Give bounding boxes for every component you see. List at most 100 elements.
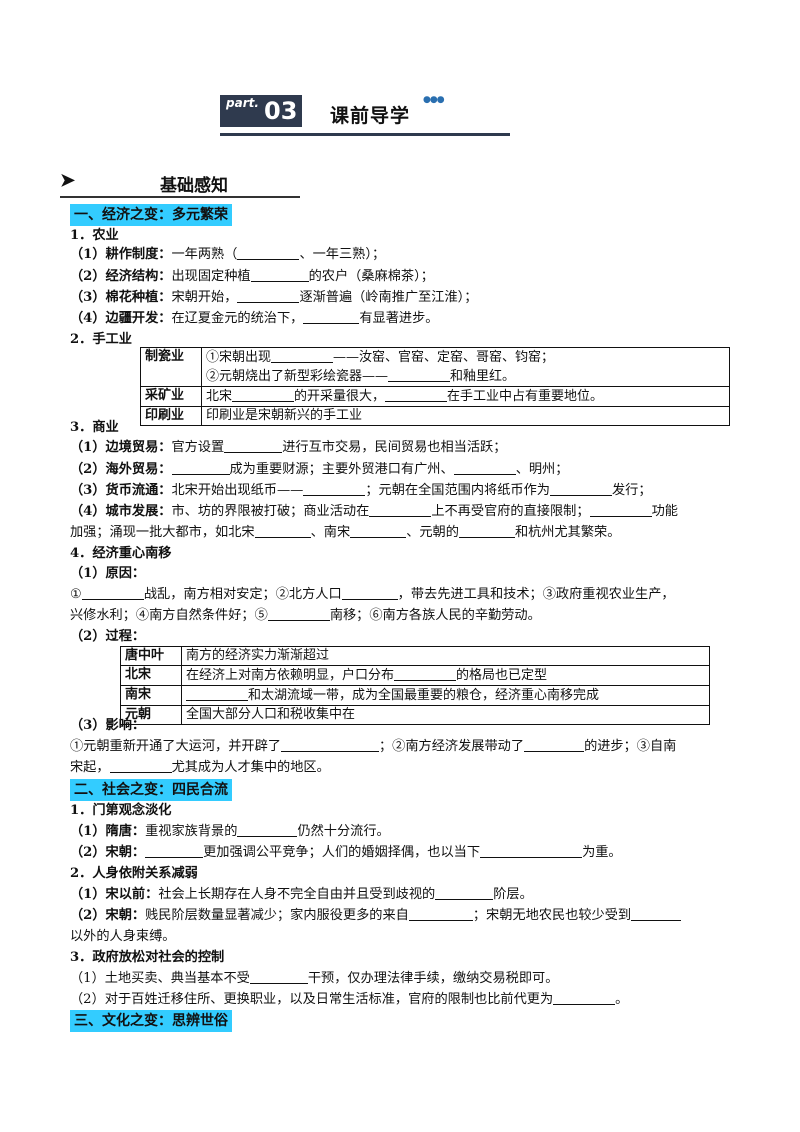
text: ——汝窑、官窑、定窑、哥窑、钧窑； <box>333 350 555 365</box>
blank[interactable] <box>303 481 366 496</box>
part-header: part. 03 课前导学 ●●● <box>220 95 510 137</box>
society-title-3: 3．政府放松对社会的控制 <box>70 950 225 965</box>
blank[interactable] <box>631 906 682 921</box>
blank[interactable] <box>408 906 473 921</box>
society-row-6: （2）对于百姓迁移住所、更换职业，以及日常生活标准，官府的限制也比前代更为。 <box>70 990 730 1010</box>
society-title-2: 2．人身依附关系减弱 <box>70 866 198 881</box>
blank[interactable] <box>341 585 398 600</box>
blank[interactable] <box>254 523 311 538</box>
label: （1）耕作制度： <box>70 247 172 262</box>
text: 逐渐普遍（岭南推广至江淮）； <box>299 290 478 305</box>
trade-row-3: （3）货币流通：北宋开始出现纸币——；元朝在全国范围内将纸币作为发行； <box>70 481 730 501</box>
row-head-porcelain: 制瓷业 <box>140 347 202 387</box>
blank[interactable] <box>385 387 448 402</box>
text: ① <box>70 587 82 602</box>
trade-title: 3．商业 <box>70 420 119 435</box>
blank[interactable] <box>171 460 230 475</box>
blank[interactable] <box>250 267 309 282</box>
part-word: part. <box>226 96 259 110</box>
blank[interactable] <box>458 523 515 538</box>
table-row: 唐中叶 南方的经济实力渐渐超过 <box>120 646 710 666</box>
trade-row-4: （4）城市发展：市、坊的界限被打破；商业活动在 上不再受官府的直接限制； 功能 <box>70 502 730 522</box>
row-head-mining: 采矿业 <box>140 386 202 407</box>
society-row-5: （1）土地买卖、典当基本不受干预，仅办理法律手续，缴纳交易税即可。 <box>70 969 730 989</box>
basic-underline <box>60 196 300 198</box>
text: 更加强调公平竞争；人们的婚姻择偶，也以当下 <box>203 845 481 860</box>
arrow-icon: ➤ <box>60 170 76 191</box>
label: （2）经济结构： <box>70 269 172 284</box>
blank[interactable] <box>109 758 172 773</box>
row-body: 全国大部分人口和税收集中在 <box>181 705 710 725</box>
label: （4）城市发展： <box>70 504 172 519</box>
text: 、元朝的 <box>406 525 459 540</box>
trade-row-1: （1）边境贸易：官方设置进行互市交易，民间贸易也相当活跃； <box>70 438 730 458</box>
text: 出现固定种植 <box>171 269 251 284</box>
text: 北宋开始出现纸币—— <box>171 483 304 498</box>
craft-table: 制瓷业 ①宋朝出现——汝窑、官窑、定窑、哥窑、钧窑； ②元朝烧出了新型彩绘瓷器—… <box>140 347 730 426</box>
row-head: 北宋 <box>120 665 182 686</box>
row-head-printing: 印刷业 <box>140 406 202 426</box>
text: 在辽夏金元的统治下， <box>171 311 304 326</box>
section-society: 二、社会之变：四民合流 <box>70 779 232 801</box>
blank[interactable] <box>550 481 612 496</box>
label: （2）宋朝： <box>70 908 146 923</box>
blank[interactable] <box>186 686 248 701</box>
blank[interactable] <box>249 969 308 984</box>
blank[interactable] <box>350 523 407 538</box>
society-row-2: （2）宋朝：更加强调公平竞争；人们的婚姻择偶，也以当下为重。 <box>70 843 730 863</box>
blank[interactable] <box>303 309 360 324</box>
agri-title: 1．农业 <box>70 228 119 243</box>
blank[interactable] <box>369 502 432 517</box>
text: 功能 <box>651 504 678 519</box>
blank[interactable] <box>237 245 300 260</box>
label: （2）宋朝： <box>70 845 146 860</box>
blank[interactable] <box>394 666 457 681</box>
blank[interactable] <box>237 822 298 837</box>
text: 阶层。 <box>493 887 533 902</box>
text: 。 <box>615 992 629 1007</box>
label: （3）棉花种植： <box>70 290 172 305</box>
society-row-4b: 以外的人身束缚。 <box>70 929 176 944</box>
blank[interactable] <box>524 737 585 752</box>
blank[interactable] <box>281 737 379 752</box>
text: 在经济上对南方依赖明显，户口分布 <box>186 668 395 683</box>
blank[interactable] <box>589 502 652 517</box>
text: 的进步；③自南 <box>584 739 677 754</box>
blank[interactable] <box>553 990 616 1005</box>
blank[interactable] <box>388 367 451 382</box>
blank[interactable] <box>145 843 204 858</box>
shift-process-label: （2）过程： <box>70 629 146 644</box>
text: 一年两熟（ <box>171 247 238 262</box>
blank[interactable] <box>271 348 334 363</box>
label: （1）宋以前： <box>70 887 159 902</box>
label: （2）海外贸易： <box>70 462 172 477</box>
table-row: 元朝 全国大部分人口和税收集中在 <box>120 705 710 725</box>
text: 市、坊的界限被打破；商业活动在 <box>171 504 370 519</box>
decor-dots-icon: ●●● <box>423 95 445 105</box>
part-badge: part. 03 <box>220 95 302 127</box>
blank[interactable] <box>237 288 300 303</box>
text: 上不再受官府的直接限制； <box>431 504 590 519</box>
label: （3）货币流通： <box>70 483 172 498</box>
row-head: 南宋 <box>120 685 182 706</box>
blank[interactable] <box>480 843 583 858</box>
blank[interactable] <box>267 606 330 621</box>
text: 、南宋 <box>310 525 351 540</box>
label: （1）边境贸易： <box>70 440 172 455</box>
row-body-porcelain: ①宋朝出现——汝窑、官窑、定窑、哥窑、钧窑； ②元朝烧出了新型彩绘瓷器——和釉里… <box>201 347 730 387</box>
section-culture: 三、文化之变：思辨世俗 <box>70 1010 232 1032</box>
text: 南移；⑥南方各族人民的辛勤劳动。 <box>329 608 541 623</box>
trade-row-2: （2）海外贸易：成为重要财源；主要外贸港口有广州、、明州； <box>70 460 730 480</box>
text: ①元朝重新开通了大运河，并开辟了 <box>70 739 281 754</box>
text: 宋朝开始， <box>171 290 238 305</box>
shift-effect-label: （3）影响： <box>70 718 146 733</box>
row-head: 唐中叶 <box>120 646 182 666</box>
blank[interactable] <box>435 885 494 900</box>
blank[interactable] <box>453 460 516 475</box>
blank[interactable] <box>81 585 144 600</box>
blank[interactable] <box>224 438 283 453</box>
blank[interactable] <box>232 387 295 402</box>
text: 官方设置 <box>171 440 225 455</box>
text: 贱民阶层数量显著减少；家内服役更多的来自 <box>145 908 409 923</box>
